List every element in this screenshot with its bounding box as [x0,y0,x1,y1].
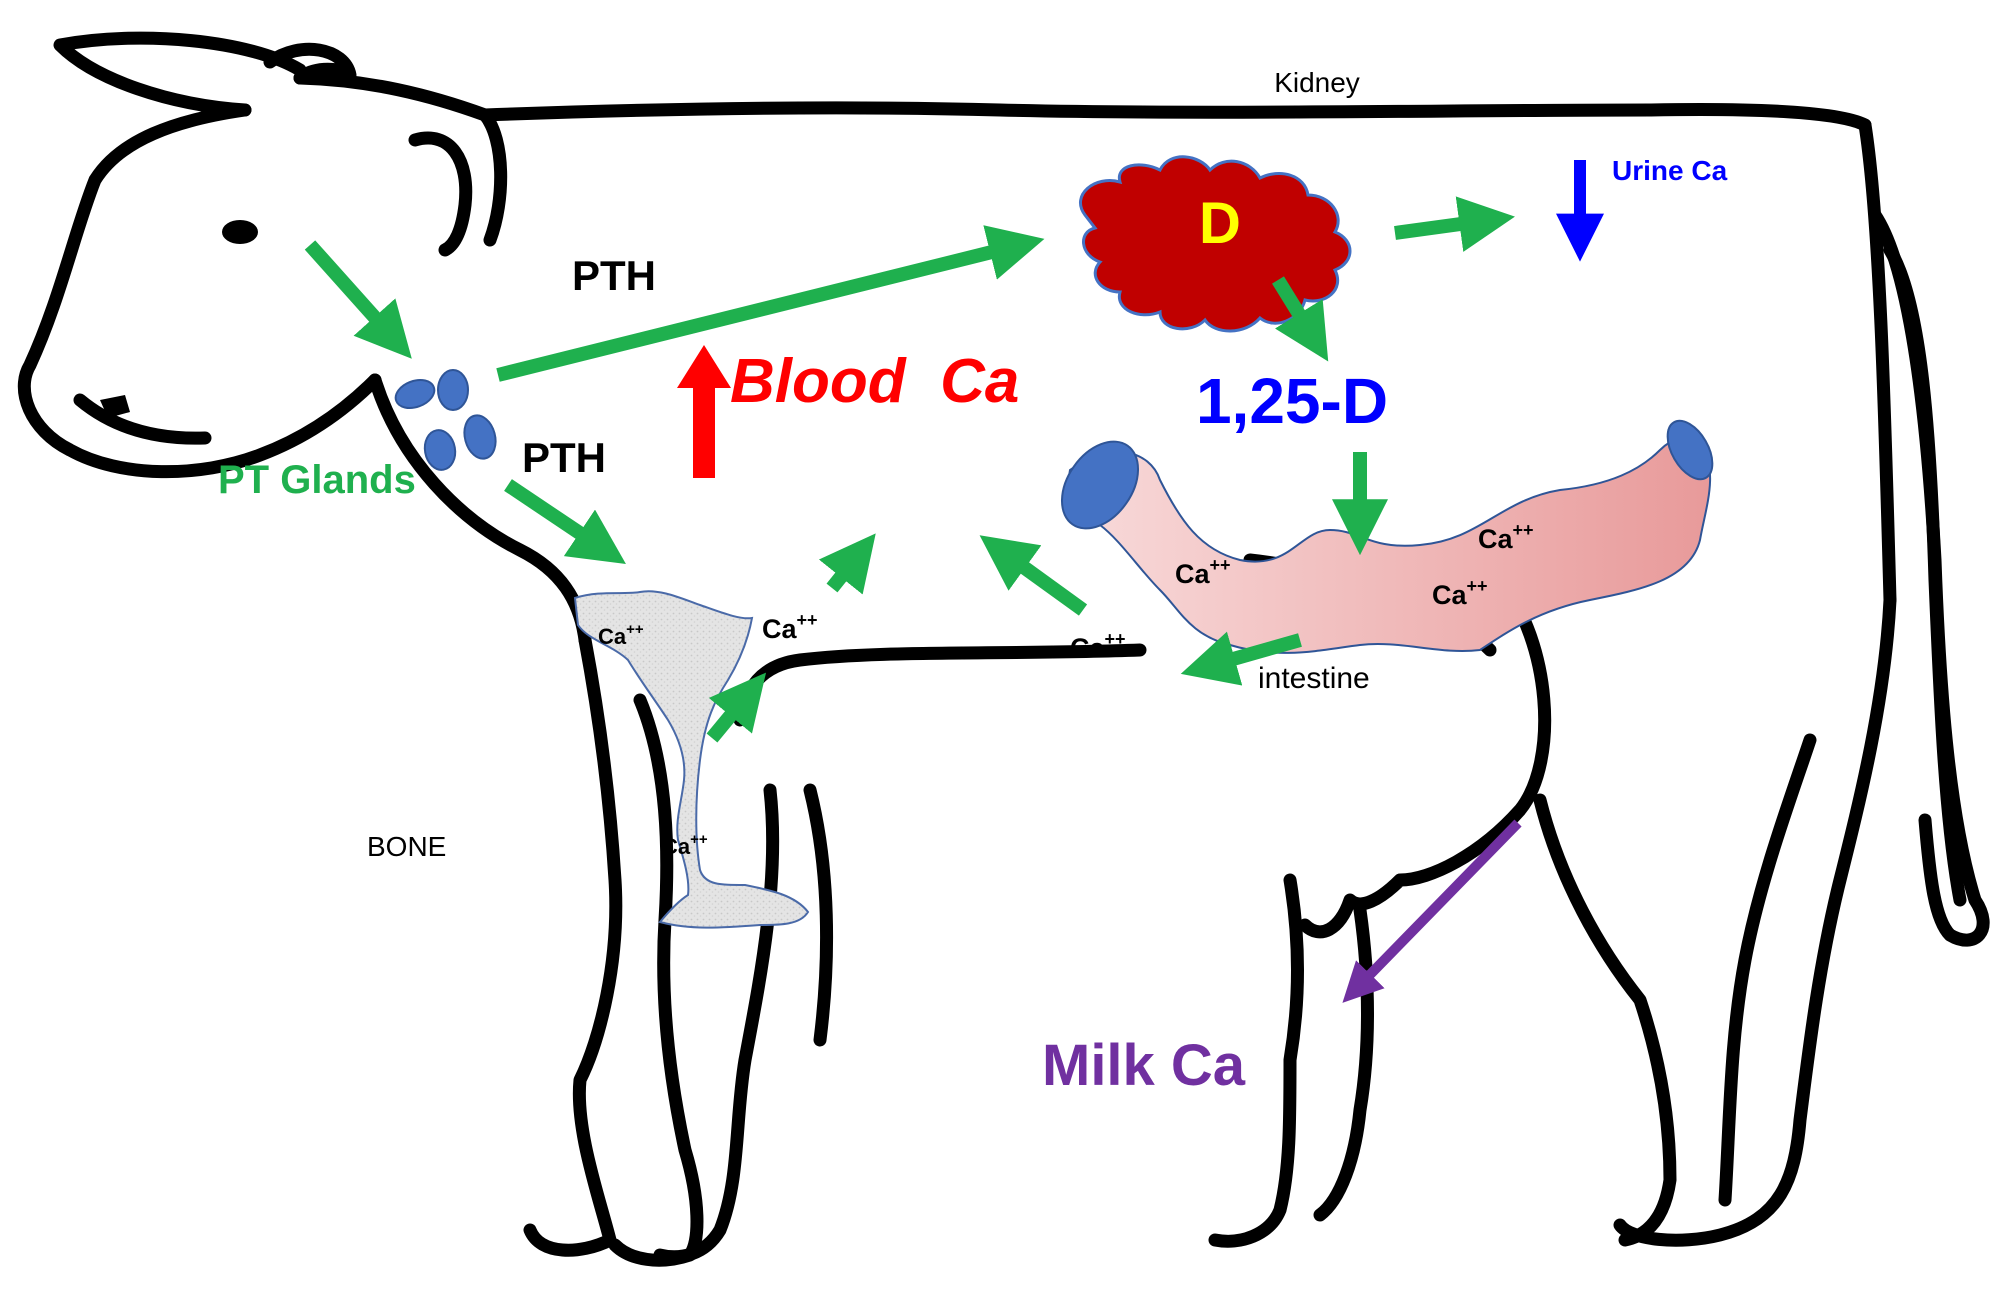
intestine-label: intestine [1258,662,1370,695]
cow-rump [1865,125,1890,600]
cow-front-leg-back [530,640,616,1250]
cow-head [24,110,375,472]
cow-forehead [300,78,501,240]
arrow-blood-ca-up [677,345,731,478]
arrow-kidney-to-urine [1395,220,1490,233]
arrow-milk-ca [1355,823,1518,990]
pth-label-top: PTH [572,252,656,299]
cow-face-features [100,220,258,418]
vitamin-d-label: D [1199,191,1241,256]
cow-outline [24,38,1983,1260]
arrow-ca-to-blood-left [832,553,860,588]
blood-ca-label: Blood Ca [730,347,1019,416]
pth-label-bottom: PTH [522,434,606,481]
ca-ion-bone-right: Ca++ [762,610,818,644]
intestine-group [1046,413,1721,653]
pt-glands-label: PT Glands [218,458,416,502]
cow-inner-ear [415,138,466,250]
arrow-ca-to-blood-right [1000,550,1083,610]
pt-gland-3 [460,412,500,462]
ca-ion-bone-bottom: Ca++ [662,831,708,859]
one-25-d-label: 1,25-D [1196,365,1388,437]
pt-gland-2 [438,370,468,410]
pt-gland-1 [392,375,438,413]
cow-front-right-leg [660,790,773,1257]
intestine-shape [1069,437,1710,653]
kidney-label: Kidney [1274,67,1360,98]
arrow-to-pt-glands [310,245,395,340]
kidney-group: D [1080,157,1350,331]
cow-eye [222,220,258,244]
ca-ion-free: Ca++ [1070,629,1126,663]
cow-mouth [80,400,205,438]
cow-back [485,108,1865,125]
cow-mid-leg-back [1320,910,1368,1215]
cow-ear [60,38,300,110]
cow-hind-leg-front [1540,800,1670,1240]
milk-ca-label: Milk Ca [1042,1033,1246,1098]
cow-tail-inner [1890,250,1960,900]
urine-ca-label: Urine Ca [1612,155,1728,186]
bone-label: BONE [367,831,446,862]
cow-front-right-leg-inner [810,790,827,1040]
arrow-pth-to-bone [508,485,605,550]
